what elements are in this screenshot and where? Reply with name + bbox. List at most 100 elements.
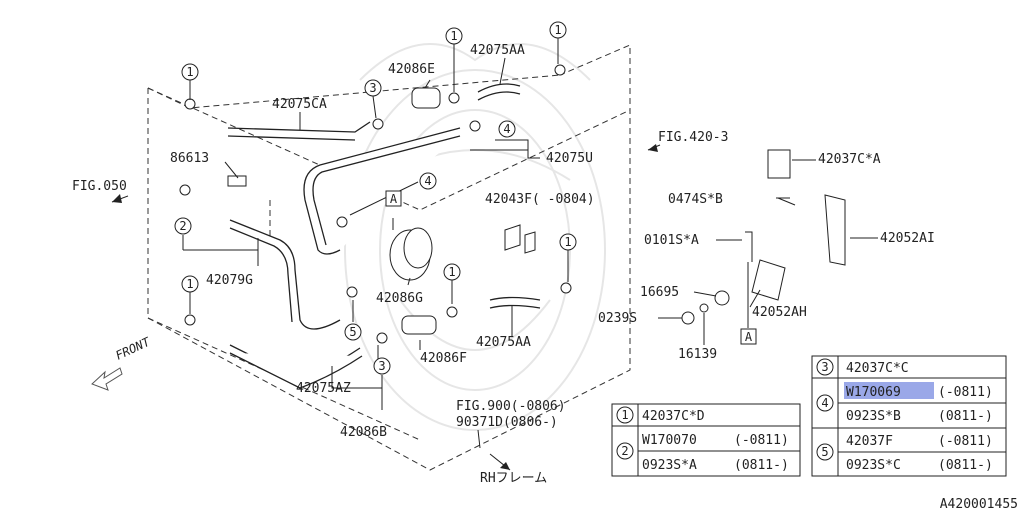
label-42075AA-bottom: 42075AA — [476, 335, 531, 350]
callout-3b: 3 — [373, 357, 391, 375]
label-0239S: 0239S — [598, 311, 637, 326]
svg-text:3: 3 — [378, 359, 385, 373]
svg-text:1: 1 — [448, 265, 455, 279]
label-fig420-3: FIG.420-3 — [658, 130, 728, 145]
svg-text:2: 2 — [621, 444, 628, 458]
svg-text:1: 1 — [186, 277, 193, 291]
label-42086G: 42086G — [376, 291, 423, 306]
svg-text:0923S*A: 0923S*A — [642, 458, 697, 473]
bolt-0474SB — [777, 197, 796, 206]
svg-text:A: A — [745, 330, 753, 344]
valve-42086F — [401, 315, 437, 335]
svg-text:3: 3 — [369, 81, 376, 95]
callout-1f: 1 — [181, 275, 199, 293]
label-86613: 86613 — [170, 151, 209, 166]
legend-row-4: 4 W170069 (-0811) 0923S*B (0811-) — [816, 382, 993, 424]
label-42075CA: 42075CA — [272, 97, 327, 112]
label-42086E: 42086E — [388, 62, 435, 77]
hose-42075AA-bottom — [489, 296, 541, 301]
callout-1d: 1 — [559, 233, 577, 251]
label-42037CA: 42037C*A — [818, 152, 881, 167]
svg-text:4: 4 — [821, 396, 828, 410]
valve-42086E — [411, 87, 441, 109]
hose-42075CA — [227, 121, 371, 133]
label-42086F: 42086F — [420, 351, 467, 366]
callout-1c: 1 — [549, 21, 567, 39]
callouts: 1 3 1 1 4 4 2 1 1 1 5 3 A A — [174, 21, 757, 375]
label-0101SA: 0101S*A — [644, 233, 699, 248]
svg-text:4: 4 — [424, 174, 431, 188]
box-a-top: A — [385, 190, 402, 207]
svg-text:W170069: W170069 — [846, 385, 901, 400]
washer-16139 — [699, 303, 709, 313]
part-42043F — [504, 224, 536, 254]
label-16139: 16139 — [678, 347, 717, 362]
label-42075AZ: 42075AZ — [296, 381, 351, 396]
label-fig900: FIG.900(-0806) — [456, 399, 566, 414]
document-id: A420001455 — [940, 497, 1018, 512]
label-rh-frame: RHフレーム — [480, 471, 547, 486]
part-labels: 42075CA 42086E 42075AA 86613 42075U FIG.… — [72, 43, 1018, 512]
svg-text:42037F: 42037F — [846, 434, 893, 449]
label-42086B: 42086B — [340, 425, 387, 440]
svg-text:(-0811): (-0811) — [734, 433, 789, 448]
grommet-16695 — [714, 290, 730, 306]
svg-text:1: 1 — [186, 65, 193, 79]
callout-1a: 1 — [181, 63, 199, 81]
svg-text:1: 1 — [621, 408, 628, 422]
svg-text:5: 5 — [821, 445, 828, 459]
svg-text:A: A — [390, 192, 398, 206]
callout-3a: 3 — [364, 79, 382, 97]
leader-lines — [91, 38, 878, 471]
nut-0239S — [681, 311, 695, 325]
svg-text:5: 5 — [349, 325, 356, 339]
svg-text:4: 4 — [503, 122, 510, 136]
legend-table-left: 1 42037C*D 2 W170070 (-0811) 0923S*A (08… — [611, 403, 801, 477]
label-42052AH: 42052AH — [752, 305, 807, 320]
callout-4a: 4 — [498, 120, 516, 138]
clip-42037CA — [767, 149, 791, 179]
label-42043F: 42043F( -0804) — [485, 192, 595, 207]
svg-text:1: 1 — [450, 29, 457, 43]
svg-text:(-0811): (-0811) — [938, 385, 993, 400]
bracket-42052AI — [824, 194, 846, 266]
label-fig050: FIG.050 — [72, 179, 127, 194]
label-0474SB: 0474S*B — [668, 192, 723, 207]
legend-table-right: 3 42037C*C 4 W170069 (-0811) 0923S*B (08… — [811, 355, 1007, 477]
bolt-0101SA — [745, 231, 753, 262]
legend-row-1: 1 42037C*D — [616, 406, 705, 424]
label-16695: 16695 — [640, 285, 679, 300]
legend-row-3: 3 42037C*C — [816, 358, 909, 376]
assembly-outline — [147, 44, 631, 471]
bracket-42052AH — [751, 259, 786, 301]
label-42079G: 42079G — [206, 273, 253, 288]
svg-text:42037C*C: 42037C*C — [846, 361, 909, 376]
svg-text:W170070: W170070 — [642, 433, 697, 448]
label-42075U: 42075U — [546, 151, 593, 166]
components — [179, 64, 846, 344]
label-front: FRONT — [113, 334, 152, 362]
legend-row-2: 2 W170070 (-0811) 0923S*A (0811-) — [616, 433, 789, 473]
svg-text:3: 3 — [821, 360, 828, 374]
label-42052AI: 42052AI — [880, 231, 935, 246]
svg-text:0923S*B: 0923S*B — [846, 409, 901, 424]
hose-42075AA-top — [477, 83, 521, 93]
svg-text:(0811-): (0811-) — [938, 409, 993, 424]
hose-42079G — [229, 219, 341, 330]
callout-4b: 4 — [419, 172, 437, 190]
callout-1b: 1 — [445, 27, 463, 45]
svg-text:42037C*D: 42037C*D — [642, 409, 705, 424]
callout-2a: 2 — [174, 217, 192, 235]
svg-text:2: 2 — [179, 219, 186, 233]
box-a-right: A — [740, 328, 757, 345]
callout-1e: 1 — [443, 263, 461, 281]
svg-text:1: 1 — [554, 23, 561, 37]
highlight-w170069 — [844, 382, 934, 399]
svg-text:0923S*C: 0923S*C — [846, 458, 901, 473]
svg-text:(-0811): (-0811) — [938, 434, 993, 449]
legend-row-5: 5 42037F (-0811) 0923S*C (0811-) — [816, 434, 993, 473]
callout-5a: 5 — [344, 323, 362, 341]
svg-text:(0811-): (0811-) — [938, 458, 993, 473]
